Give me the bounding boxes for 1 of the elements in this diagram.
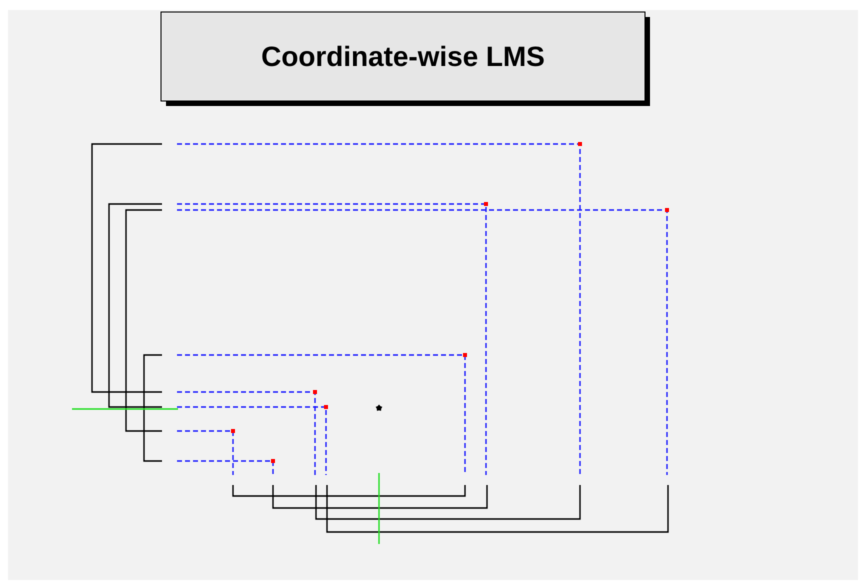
title-box: Coordinate-wise LMS xyxy=(160,12,650,106)
